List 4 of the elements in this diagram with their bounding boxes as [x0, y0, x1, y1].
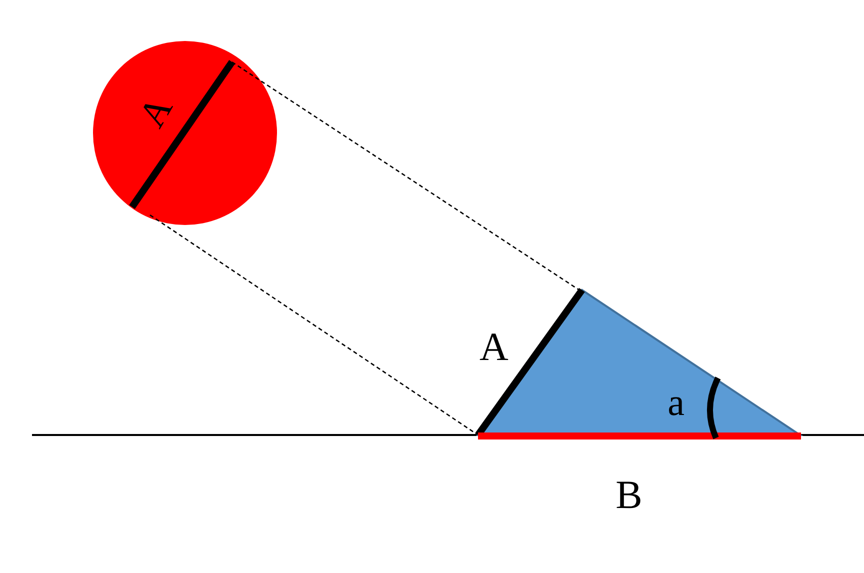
side-label: a	[668, 384, 684, 422]
side-label: B	[616, 475, 642, 515]
side-label: A	[480, 327, 508, 367]
side-label: A	[132, 90, 180, 134]
